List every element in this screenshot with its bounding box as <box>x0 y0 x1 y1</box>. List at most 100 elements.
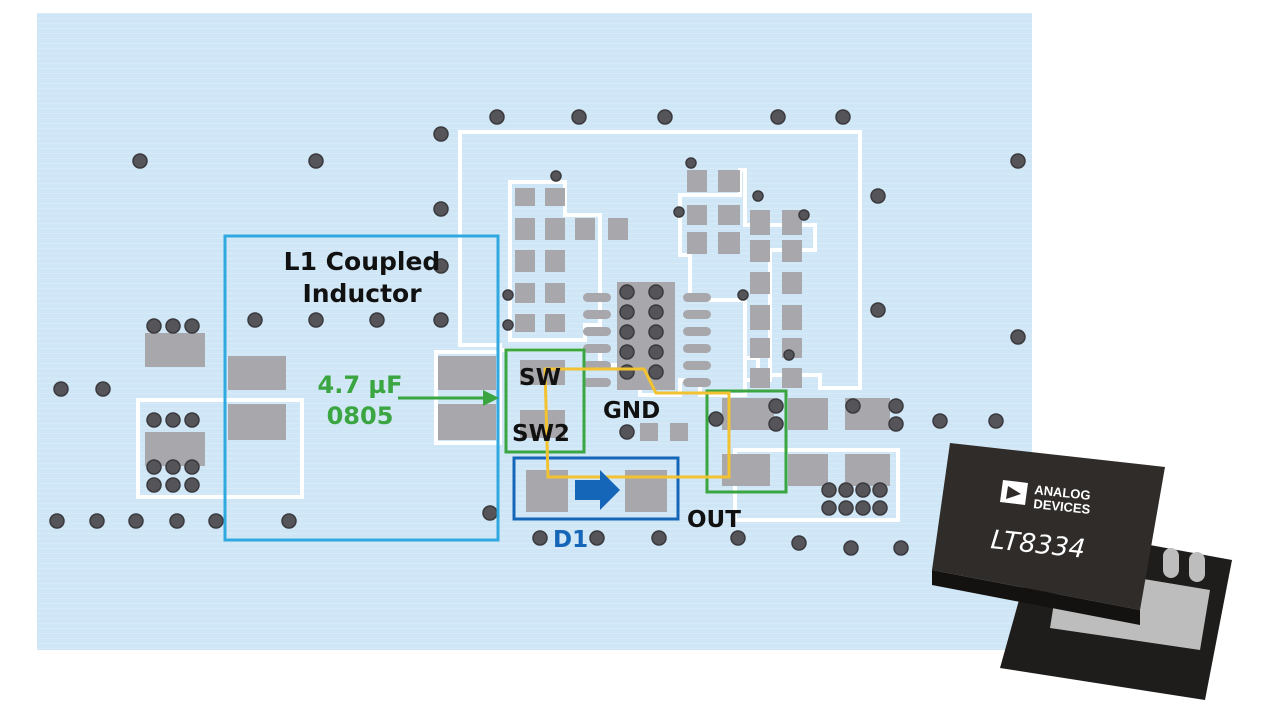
copper-pad <box>515 218 535 240</box>
copper-pad <box>438 404 496 440</box>
inductor-label-line2: Inductor <box>302 279 422 308</box>
via-hole <box>657 109 673 125</box>
copper-pad <box>545 218 565 240</box>
via-hole <box>838 482 854 498</box>
via-hole <box>146 412 162 428</box>
inductor-label-line1: L1 Coupled <box>284 247 441 276</box>
copper-pad <box>515 188 535 206</box>
via-hole <box>146 477 162 493</box>
sw-loop-box-input <box>504 348 586 454</box>
copper-pad <box>788 398 828 430</box>
via-hole <box>888 398 904 414</box>
chip-top-body <box>932 443 1165 610</box>
via-hole <box>870 302 886 318</box>
copper-pad <box>845 454 890 486</box>
via-hole <box>489 109 505 125</box>
via-hole <box>893 540 909 556</box>
cap-callout-arrow-icon <box>398 390 499 406</box>
copper-pad <box>145 333 205 367</box>
copper-pad <box>515 250 535 272</box>
via-hole <box>685 157 697 169</box>
out-pad-outline <box>733 448 900 522</box>
ic-pin-right <box>683 344 711 353</box>
via-hole <box>53 381 69 397</box>
via-hole <box>308 153 324 169</box>
left-pad-outline <box>136 398 304 499</box>
via-hole <box>855 500 871 516</box>
ic-pin-left <box>583 327 611 336</box>
copper-pad <box>545 250 565 272</box>
via-hole <box>888 416 904 432</box>
lt8334-chip-illustration: ANALOG DEVICES LT8334 <box>932 443 1232 700</box>
copper-pad <box>438 356 496 390</box>
via-hole <box>791 535 807 551</box>
via-hole <box>433 312 449 328</box>
chip-pins <box>1163 548 1205 582</box>
ic-pin-left <box>583 378 611 387</box>
ic-pin-left <box>583 344 611 353</box>
via-hole <box>165 477 181 493</box>
chip-brand-line2: DEVICES <box>1033 496 1092 517</box>
via-hole <box>550 170 562 182</box>
cap-pad-outline <box>434 350 502 445</box>
via-hole <box>798 209 810 221</box>
via-hole <box>146 459 162 475</box>
copper-pad <box>782 210 802 235</box>
sw-loop-box-output <box>705 389 788 494</box>
diode-highlight-box <box>512 456 680 521</box>
copper-pad <box>722 398 774 430</box>
via-hole <box>708 411 724 427</box>
copper-pad <box>687 170 707 192</box>
diode-label: D1 <box>553 527 588 553</box>
chip-pin-top <box>1189 552 1205 582</box>
copper-pad <box>545 188 565 206</box>
via-hole <box>165 459 181 475</box>
chip-pin-top <box>1163 548 1179 578</box>
vias <box>49 109 1026 556</box>
ic-pin-left <box>583 293 611 302</box>
via-hole <box>482 505 498 521</box>
via-hole <box>184 477 200 493</box>
copper-pad <box>515 283 535 303</box>
diode-direction-arrow-icon <box>575 470 620 510</box>
via-hole <box>648 304 664 320</box>
via-hole <box>651 530 667 546</box>
via-hole <box>165 412 181 428</box>
via-hole <box>648 364 664 380</box>
via-hole <box>208 513 224 529</box>
copper-pad <box>718 232 740 254</box>
via-hole <box>855 482 871 498</box>
out-node-label: OUT <box>687 507 741 533</box>
via-hole <box>619 324 635 340</box>
via-hole <box>648 324 664 340</box>
via-hole <box>184 412 200 428</box>
via-hole <box>169 513 185 529</box>
inductor-highlight-box <box>223 234 500 542</box>
via-hole <box>783 349 795 361</box>
via-hole <box>532 530 548 546</box>
via-hole <box>128 513 144 529</box>
via-hole <box>502 319 514 331</box>
via-hole <box>932 413 948 429</box>
via-hole <box>184 459 200 475</box>
copper-pad <box>750 272 770 294</box>
copper-pad <box>718 205 740 225</box>
copper-pad <box>608 218 628 240</box>
via-hole <box>770 109 786 125</box>
ic-pin-right <box>683 293 711 302</box>
via-hole <box>648 284 664 300</box>
signal-traces <box>583 293 711 387</box>
ic-pin-right <box>683 327 711 336</box>
copper-pad <box>750 305 770 330</box>
copper-pad <box>718 170 740 192</box>
component-pads <box>145 170 890 512</box>
sw-node-label: SW <box>519 365 561 391</box>
via-hole <box>369 312 385 328</box>
chip-brand-line1: ANALOG <box>1034 482 1092 503</box>
gnd-node-label: GND <box>603 398 660 424</box>
via-hole <box>821 500 837 516</box>
via-hole <box>737 289 749 301</box>
via-hole <box>988 413 1004 429</box>
via-hole <box>845 398 861 414</box>
